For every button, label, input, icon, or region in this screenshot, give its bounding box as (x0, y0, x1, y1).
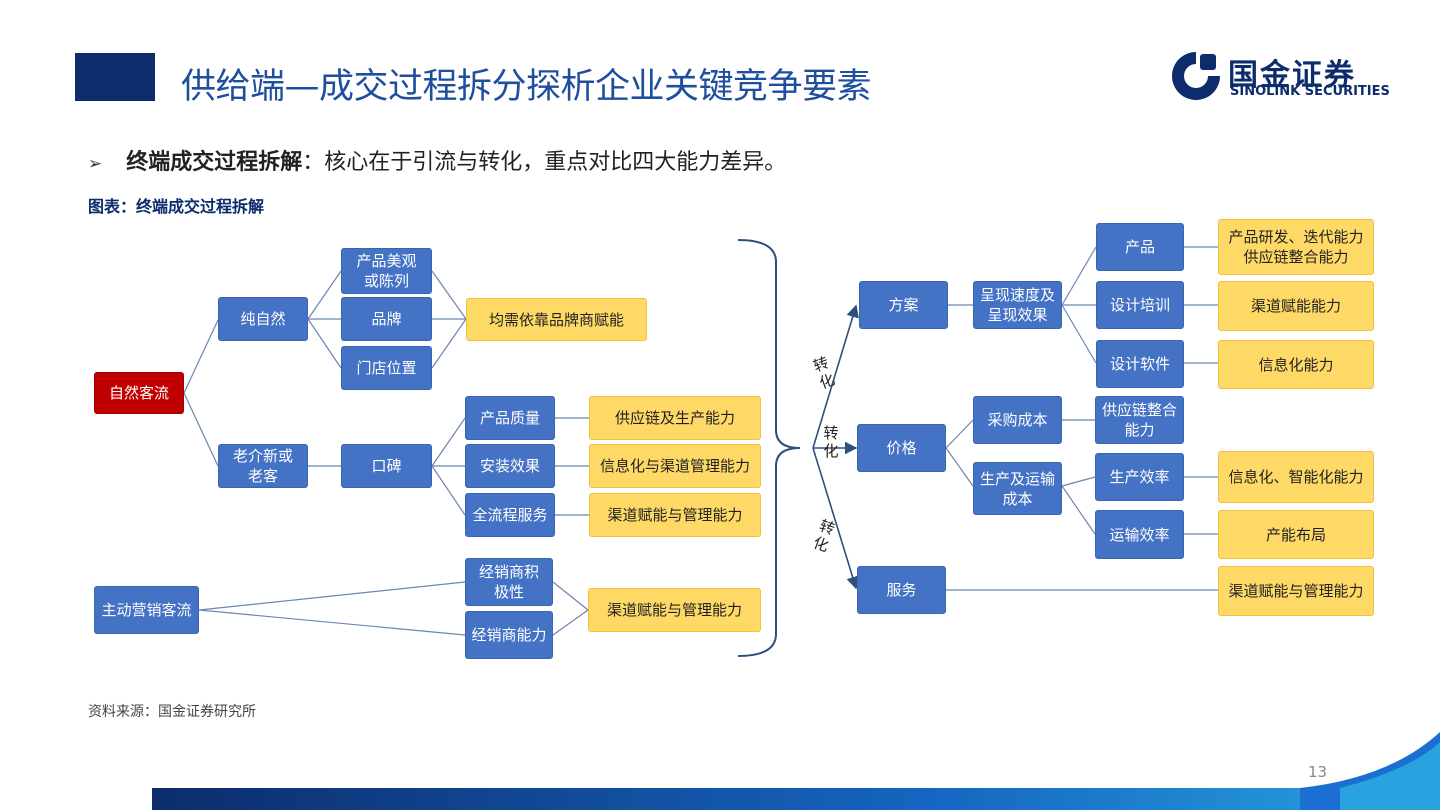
node-channel-capability: 渠道赋能与管理能力 (589, 493, 761, 537)
node-transport-efficiency: 运输效率 (1095, 510, 1184, 559)
node-store-location: 门店位置 (341, 346, 432, 390)
node-pure-natural: 纯自然 (218, 297, 308, 341)
node-channel-capability-2: 渠道赋能与管理能力 (588, 588, 761, 632)
logo-mark-icon (1172, 52, 1220, 100)
node-info-capability: 信息化能力 (1218, 340, 1374, 389)
node-production-efficiency: 生产效率 (1095, 453, 1184, 501)
source-note: 资料来源：国金证券研究所 (88, 704, 256, 720)
node-design-training: 设计培训 (1096, 281, 1184, 329)
page-title: 供给端—成交过程拆分探析企业关键竞争要素 (181, 67, 872, 107)
summary-bullet: ➢ 终端成交过程拆解：核心在于引流与转化，重点对比四大能力差异。 (88, 144, 786, 176)
node-product: 产品 (1096, 223, 1184, 271)
node-capacity-layout: 产能布局 (1218, 510, 1374, 559)
node-design-software: 设计软件 (1096, 340, 1184, 388)
title-accent-bar (75, 53, 155, 101)
node-price: 价格 (857, 424, 946, 472)
node-plan: 方案 (859, 281, 948, 329)
node-supply-capability: 供应链及生产能力 (589, 396, 761, 440)
node-dealer-active: 经销商积极性 (465, 558, 553, 606)
sinolink-logo: 国金证券 SINOLINK SECURITIES (1168, 48, 1408, 104)
node-production-transport: 生产及运输成本 (973, 462, 1062, 515)
node-install-effect: 安装效果 (465, 444, 555, 488)
node-supply-integration: 供应链整合能力 (1095, 396, 1184, 444)
logo-text-cn: 国金证券 (1228, 58, 1356, 93)
diagram-connectors (183, 239, 1218, 657)
node-referral: 老介新或老客 (218, 444, 308, 488)
node-rd-capability: 产品研发、迭代能力供应链整合能力 (1218, 219, 1374, 275)
node-dealer-ability: 经销商能力 (465, 611, 553, 659)
node-brand: 品牌 (341, 297, 432, 341)
logo-text-en: SINOLINK SECURITIES (1230, 84, 1390, 99)
node-info-channel-capability: 信息化与渠道管理能力 (589, 444, 761, 488)
footer-band (152, 732, 1440, 810)
conversion-label: 转化 (823, 424, 839, 460)
node-brand-capability: 均需依靠品牌商赋能 (466, 298, 647, 341)
node-word-of-mouth: 口碑 (341, 444, 432, 488)
node-natural-flow: 自然客流 (94, 372, 184, 414)
node-presentation: 呈现速度及呈现效果 (973, 281, 1062, 329)
node-product-quality: 产品质量 (465, 396, 555, 440)
node-procurement: 采购成本 (973, 396, 1062, 444)
bullet-lead: 终端成交过程拆解 (126, 150, 303, 175)
node-full-service: 全流程服务 (465, 493, 555, 537)
node-channel-enable: 渠道赋能能力 (1218, 281, 1374, 331)
node-service-capability: 渠道赋能与管理能力 (1218, 566, 1374, 616)
node-active-flow: 主动营销客流 (94, 586, 199, 634)
node-product-display: 产品美观或陈列 (341, 248, 432, 294)
arrow-bullet-icon: ➢ (88, 154, 103, 174)
node-smart-capability: 信息化、智能化能力 (1218, 451, 1374, 503)
bullet-text: ：核心在于引流与转化，重点对比四大能力差异。 (302, 150, 787, 175)
page-number: 13 (1308, 763, 1328, 781)
figure-label: 图表：终端成交过程拆解 (88, 197, 265, 216)
node-service: 服务 (857, 566, 946, 614)
